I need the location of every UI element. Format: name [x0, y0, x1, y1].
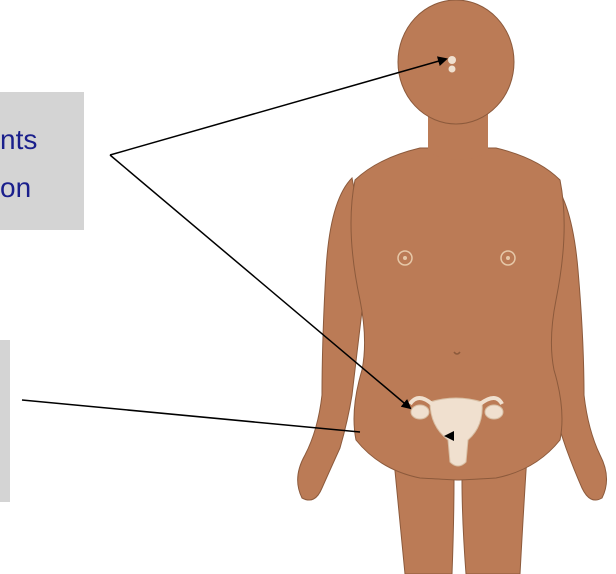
line-to-uterus-area	[22, 400, 360, 432]
female-body-figure	[298, 0, 607, 574]
left-ovary	[411, 405, 429, 419]
head	[398, 0, 514, 124]
arrow-to-pituitary	[110, 59, 446, 155]
right-ovary	[485, 405, 503, 419]
left-chest-dot	[403, 256, 407, 260]
pituitary-gland-upper	[448, 56, 456, 64]
pituitary-gland-lower	[449, 66, 456, 73]
right-chest-dot	[506, 256, 510, 260]
